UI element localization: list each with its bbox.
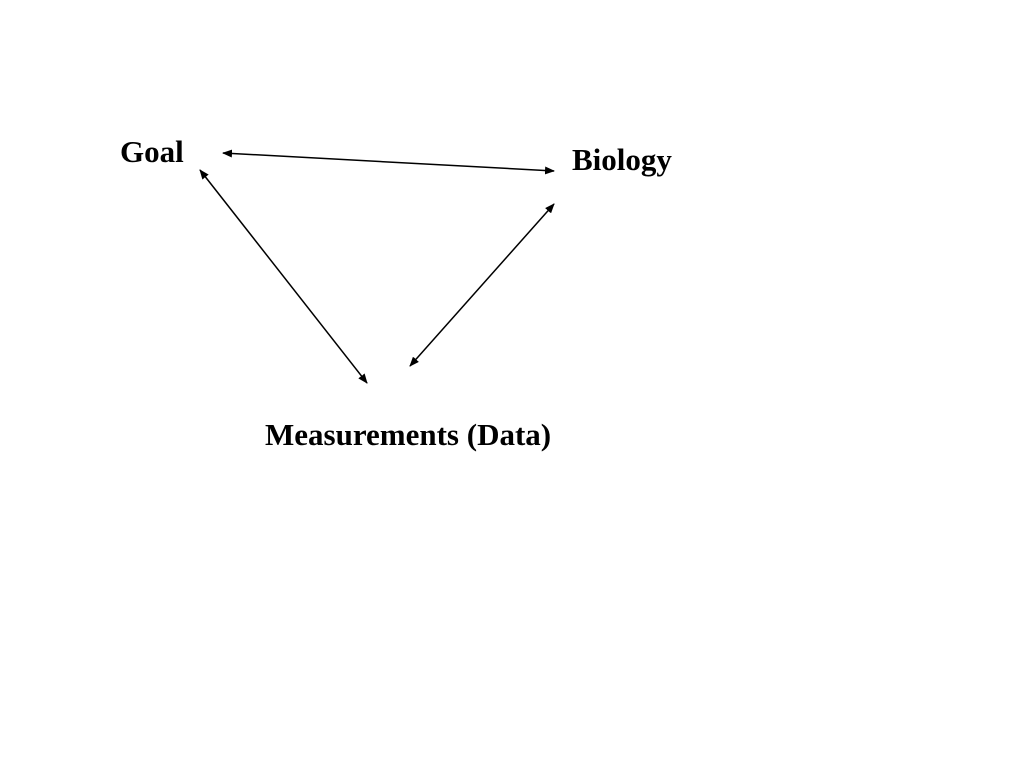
- node-goal-label: Goal: [120, 134, 184, 169]
- arrow-goal-biology: [222, 149, 555, 175]
- arrow-biology-measurements: [409, 203, 555, 367]
- node-measurements-label: Measurements (Data): [265, 417, 552, 452]
- arrow-goal-measurements: [199, 169, 368, 384]
- node-biology-label: Biology: [572, 142, 672, 177]
